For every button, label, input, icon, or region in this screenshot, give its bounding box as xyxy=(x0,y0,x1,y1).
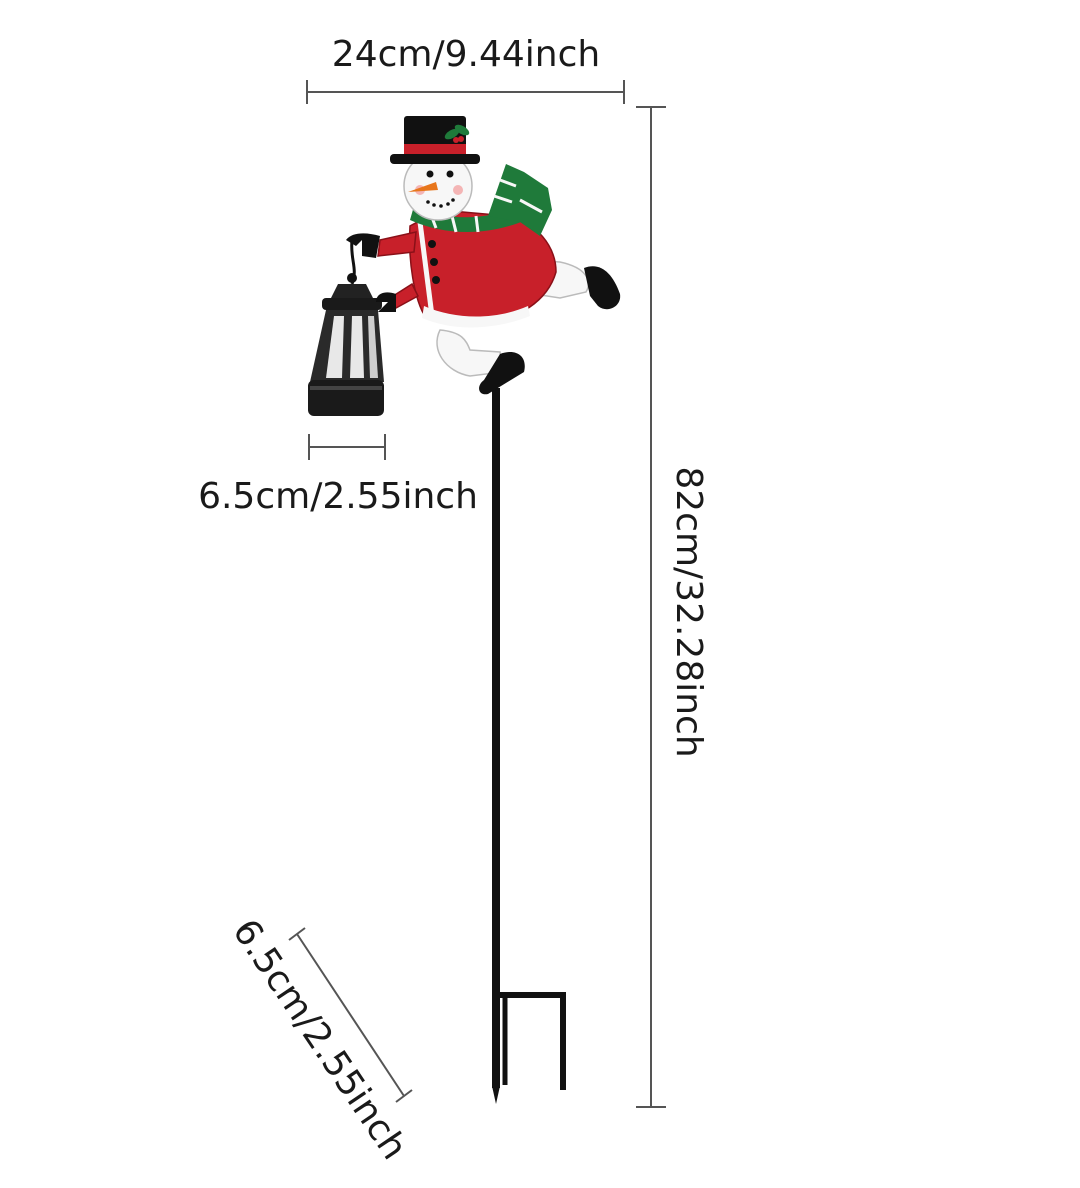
garden-stake xyxy=(492,388,566,1104)
width-dimension xyxy=(306,80,625,104)
lantern-dimension xyxy=(308,434,386,460)
solar-lantern xyxy=(308,239,384,416)
width-dimension-label: 24cm/9.44inch xyxy=(332,34,600,75)
height-dimension-label: 82cm/32.28inch xyxy=(668,466,709,757)
height-dimension xyxy=(636,106,666,1108)
base-dimension-label: 6.5cm/2.55inch xyxy=(224,912,414,1167)
snowman-figure xyxy=(346,116,621,395)
base-dimension xyxy=(288,927,413,1103)
lantern-dimension-label: 6.5cm/2.55inch xyxy=(198,476,478,517)
